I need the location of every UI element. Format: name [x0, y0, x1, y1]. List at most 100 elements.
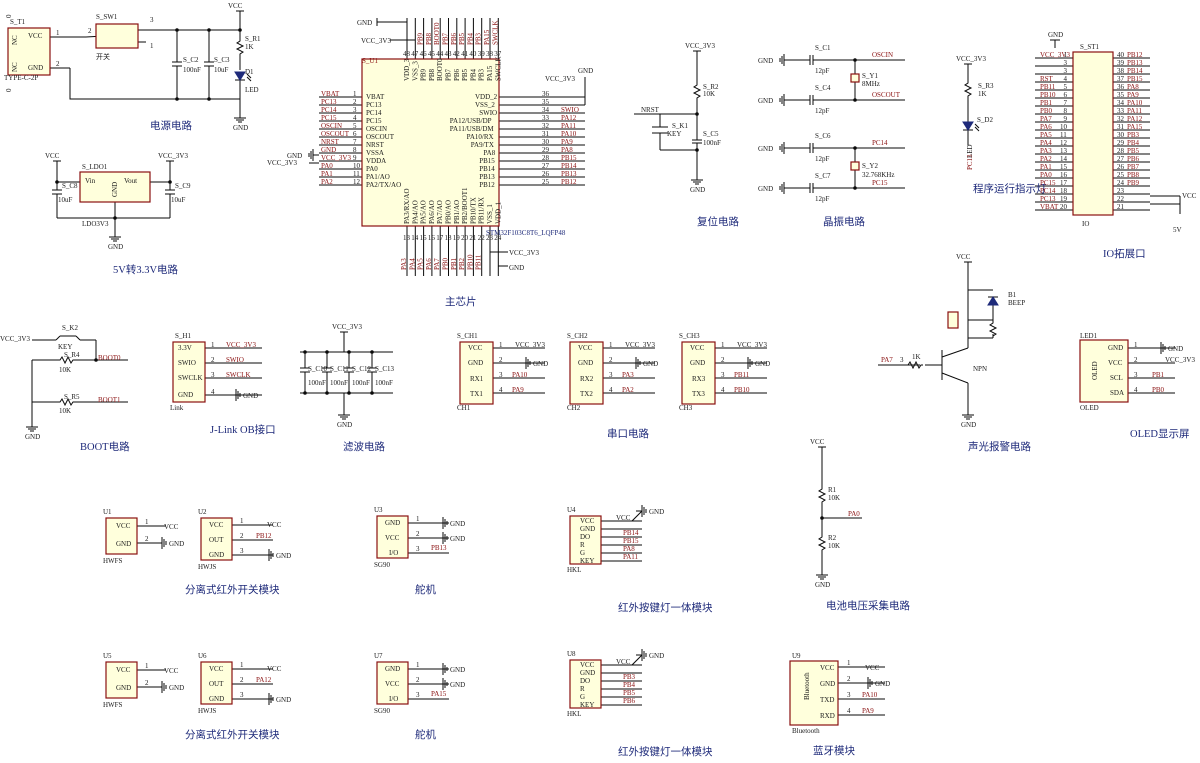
- filter-cap-ref: S_C13: [375, 365, 395, 373]
- pin-num: 4: [211, 388, 215, 396]
- pin-num: 2: [416, 530, 420, 538]
- io-net-right: PB4: [1127, 139, 1140, 147]
- junction-dot: [303, 350, 307, 354]
- module-io: I/O: [389, 695, 398, 703]
- module-name: HWFS: [103, 701, 123, 709]
- osc-net: PC15: [872, 179, 888, 187]
- gnd-label: GND: [169, 540, 184, 548]
- uart-ref: S_CH2: [567, 332, 588, 340]
- pin-num: 2: [240, 676, 244, 684]
- mcu-net-PA0: PA0: [321, 162, 333, 170]
- uart-name: CH1: [457, 404, 471, 412]
- uart-tx: TX2: [580, 390, 593, 398]
- section-title-ldo: 5V转3.3V电路: [113, 263, 179, 276]
- mcu-pin-num: 14: [411, 234, 419, 242]
- resistor: [57, 355, 77, 365]
- uart-tx: TX1: [470, 390, 483, 398]
- b1-beep: BEEP: [1008, 299, 1025, 307]
- mcu-net-PA12: PA12: [561, 114, 577, 122]
- mcu-pin-name: PA6/AO: [428, 200, 436, 224]
- gnd-label: GND: [169, 684, 184, 692]
- mcu-pin-num: 33: [542, 114, 550, 122]
- c8-ref: S_C8: [62, 182, 78, 190]
- mcu-net-PB1: PB1: [450, 257, 458, 270]
- mcu-pin-num: 26: [542, 170, 550, 178]
- module-net: PB4: [623, 681, 636, 689]
- mcu-net-VCC_3V3: VCC_3V3: [321, 154, 351, 162]
- uart-tx: TX3: [692, 390, 705, 398]
- jlink-pin: SWIO: [178, 359, 196, 367]
- io-pin-num: 18: [1060, 187, 1068, 195]
- junction-dot: [853, 98, 857, 102]
- led1-ref: LED1: [1080, 332, 1098, 340]
- mcu-pin-num: 19: [453, 234, 461, 242]
- d2-led: LED: [966, 144, 974, 158]
- mcu-net-PC15: PC15: [321, 114, 337, 122]
- c2-value: 100nF: [183, 66, 201, 74]
- gnd-label: GND: [875, 680, 890, 688]
- io-pin-num: 9: [1064, 115, 1068, 123]
- io-pin-num: 37: [1117, 75, 1125, 83]
- uart-net: PB11: [734, 371, 750, 379]
- bt-vcc: VCC: [820, 664, 835, 672]
- mcu-pin-name: PB13: [479, 173, 495, 181]
- module-ref: U5: [103, 652, 112, 660]
- module-gnd: GND: [116, 684, 131, 692]
- osc-cap-ref: S_C7: [815, 172, 831, 180]
- io-net-left: PA5: [1040, 131, 1052, 139]
- io-pin-num: 27: [1117, 155, 1125, 163]
- io-net-left: PC14: [1040, 187, 1056, 195]
- io-net-left: PB0: [1040, 107, 1053, 115]
- io-pin-num: 40: [1117, 51, 1125, 59]
- gnd-label: GND: [450, 666, 465, 674]
- c5-ref: S_C5: [703, 130, 719, 138]
- mcu-pin-name: VSSA: [366, 149, 384, 157]
- io-pin-num: 33: [1117, 107, 1125, 115]
- io-pin-num: 17: [1060, 179, 1068, 187]
- vcc-label: VCC: [956, 253, 971, 261]
- io-pin-num: 39: [1117, 59, 1125, 67]
- osc-cap-value: 12pF: [815, 155, 830, 163]
- pin-num: 3: [240, 547, 244, 555]
- vcc-label: VCC: [616, 658, 631, 666]
- io-net-left: PB1: [1040, 99, 1053, 107]
- vcc-label: VCC: [164, 523, 179, 531]
- junction-dot: [853, 58, 857, 62]
- resistor: [57, 397, 77, 407]
- r2b-ref: R2: [828, 534, 837, 542]
- filter-cap-value: 100nF: [330, 379, 348, 387]
- gnd-label: GND: [758, 185, 773, 193]
- bt-gnd: GND: [820, 680, 835, 688]
- mcu-pin-name: VDD_1: [494, 201, 502, 224]
- ir-switch-module: [105, 661, 138, 699]
- mcu-pin-name: VDDA: [366, 157, 386, 165]
- pin-num: 4: [847, 707, 851, 715]
- io-net-left: RST: [1040, 75, 1054, 83]
- vcc-label: VCC_3V3: [1165, 356, 1195, 364]
- module-net: PB12: [256, 532, 272, 540]
- module-name: SG90: [374, 561, 390, 569]
- oled-vertical: OLED: [1091, 361, 1099, 380]
- io-net-left: PC15: [1040, 179, 1056, 187]
- pin-num: 1: [240, 661, 244, 669]
- bt-vertical: Bluetooth: [803, 672, 811, 700]
- pin-num: 1: [56, 29, 60, 37]
- junction-dot: [325, 350, 329, 354]
- r4-value: 10K: [59, 366, 71, 374]
- mcu-pin-name: PA7/AO: [436, 200, 444, 224]
- mcu-pin-num: 23: [486, 234, 494, 242]
- io-net-right: PB8: [1127, 171, 1140, 179]
- io-pin-num: 8: [1064, 107, 1068, 115]
- hkl-pin: G: [580, 693, 585, 701]
- h1-name: Link: [170, 404, 184, 412]
- uart-rx: RX3: [692, 375, 706, 383]
- buzzer: [947, 311, 959, 329]
- pin-num: 3: [847, 691, 851, 699]
- r1b-ref: R1: [828, 486, 837, 494]
- bt-net: PA10: [862, 691, 878, 699]
- mcu-ref: S_U1: [362, 57, 378, 65]
- net-PC13: PC13: [966, 154, 974, 170]
- c9-ref: S_C9: [175, 182, 191, 190]
- c3-ref: S_C3: [214, 56, 230, 64]
- mcu-chip: [361, 58, 500, 227]
